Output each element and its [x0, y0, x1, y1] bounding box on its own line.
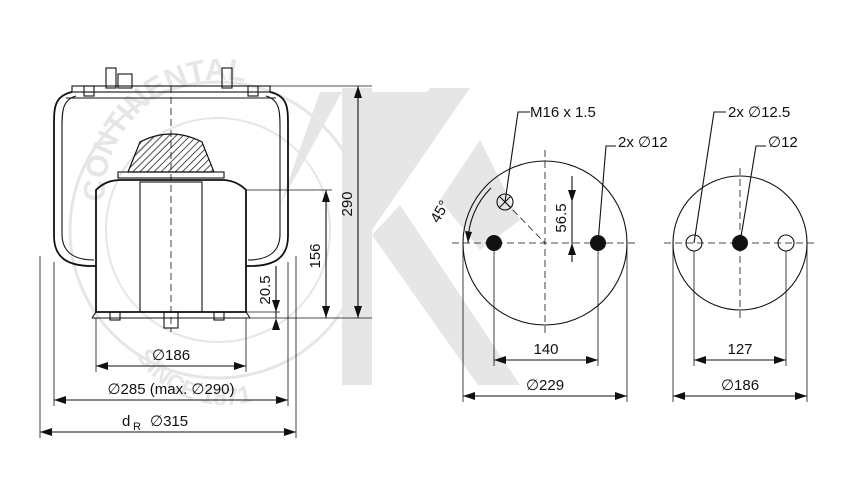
watermark-logo: CONTINENTAL SINCE 1871 [68, 53, 520, 411]
watermark-k-diag-upper [372, 88, 470, 230]
height-piston-label: 156 [307, 243, 324, 268]
side-view: 290 156 20.5 ∅186 [39, 67, 372, 438]
top-plate-view: M16 x 1.5 2x ∅12 45° 56.5 140 ∅229 [427, 104, 668, 402]
dim-piston-diameter: ∅186 [95, 318, 247, 372]
reference-diameter-symbol: d [122, 413, 130, 430]
bottom-plate-diameter-label: ∅186 [721, 377, 759, 394]
bolt-spacing-label: 140 [533, 341, 558, 358]
piston-bottom-stud [163, 311, 179, 329]
bottom-hole-label: 2x ∅12.5 [728, 104, 790, 121]
height-offset-label: 20.5 [257, 275, 274, 304]
watermark-k-diag-far [440, 140, 520, 250]
dim-bellow-diameter: ∅285 (max. ∅290) [53, 262, 289, 406]
dim-height-piston: 156 [246, 189, 332, 318]
piston-outline [95, 179, 247, 313]
center-hole-leader [739, 145, 766, 244]
thread-leader [504, 111, 530, 203]
watermark-k-left [342, 88, 372, 385]
center-hole-label: ∅12 [768, 134, 798, 151]
dim-height-total: 290 [250, 85, 372, 319]
stud-left [105, 67, 117, 89]
top-hole-left [486, 235, 502, 251]
piston-diameter-label: ∅186 [152, 347, 190, 364]
dim-height-offset: 20.5 [246, 266, 280, 330]
dim-reference-diameter: d R ∅315 [39, 256, 297, 438]
watermark-seal-inner-ring [105, 117, 331, 343]
air-inlet-hole [496, 193, 514, 211]
stud-right [221, 67, 233, 89]
bottom-plate-view: 2x ∅12.5 ∅12 127 ∅186 [664, 104, 816, 402]
bottom-hole-leader [693, 111, 726, 244]
air-fitting [117, 73, 133, 89]
bottom-bolt-spacing-label: 127 [727, 341, 752, 358]
offset-label: 56.5 [553, 203, 570, 232]
height-total-label: 290 [339, 191, 356, 216]
top-hole-leader [597, 145, 616, 244]
watermark-k-diag-lower [372, 205, 520, 385]
top-hole-label: 2x ∅12 [618, 134, 668, 151]
reference-diameter-subscript: R [133, 421, 141, 433]
thread-label: M16 x 1.5 [530, 104, 596, 121]
bellow-diameter-label: ∅285 (max. ∅290) [107, 381, 234, 398]
angle-ray [504, 201, 546, 244]
bellow-inner-outline [61, 95, 281, 261]
bellow-outline [53, 91, 289, 267]
reference-diameter-value: ∅315 [150, 413, 188, 430]
watermark-seal-ring [68, 80, 368, 380]
top-plate-diameter-label: ∅229 [526, 377, 564, 394]
